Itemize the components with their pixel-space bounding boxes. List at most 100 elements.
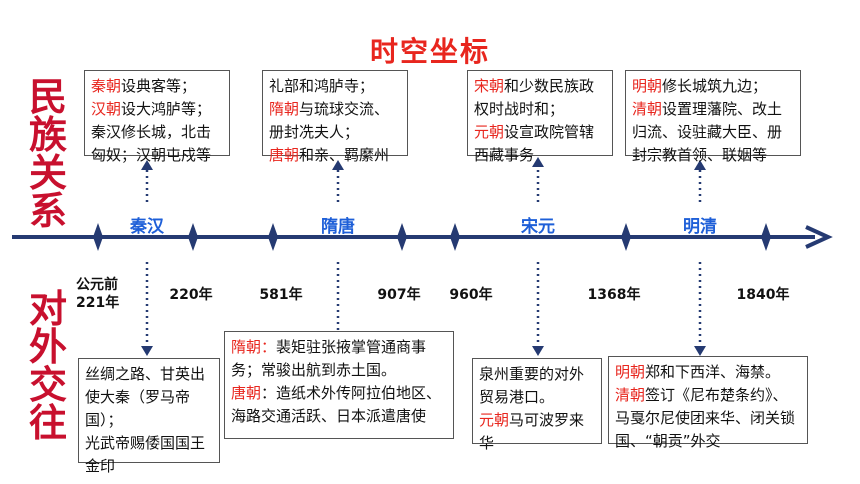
box-text: 务；常骏出航到赤土国。 bbox=[231, 361, 397, 379]
tick-diamond bbox=[397, 223, 407, 251]
box-line: 唐朝和亲、羁縻州 bbox=[269, 144, 401, 167]
era-qinhan: 秦汉 bbox=[130, 217, 164, 237]
tick-diamond bbox=[761, 223, 771, 251]
dynasty-highlight: 明朝 bbox=[615, 363, 646, 381]
box-line: 秦朝设典客等； bbox=[91, 75, 223, 98]
box-line: 金印 bbox=[85, 455, 213, 478]
year-label: 公元前221年 bbox=[76, 277, 120, 311]
box-text: 西藏事务 bbox=[474, 146, 535, 164]
dynasty-highlight: 隋朝： bbox=[231, 338, 277, 356]
box-line: 国）； bbox=[85, 409, 213, 432]
box-text: 贸易港口。 bbox=[479, 388, 555, 406]
box-text: 郑和下西洋、海禁。 bbox=[645, 363, 781, 381]
tick-diamond bbox=[450, 223, 460, 251]
box-text: 海路交通活跃、日本派遣唐使 bbox=[231, 407, 427, 425]
dynasty-highlight: 唐朝 bbox=[269, 146, 300, 164]
box-text: 和亲、羁縻州 bbox=[299, 146, 390, 164]
year-label: 1840年 bbox=[736, 287, 790, 303]
box-text: 礼部和鸿胪寺； bbox=[269, 77, 375, 95]
box-line: 唐朝：造纸术外传阿拉伯地区、 bbox=[231, 382, 447, 405]
box-line: 明朝修长城筑九边； bbox=[632, 75, 794, 98]
box-text: 使大秦（罗马帝 bbox=[85, 388, 191, 406]
timeline-arrowhead bbox=[805, 225, 833, 249]
dynasty-highlight: 元朝 bbox=[474, 123, 505, 141]
box-text: 泉州重要的对外 bbox=[479, 365, 585, 383]
box-text: 光武帝赐倭国国王 bbox=[85, 434, 206, 452]
tick-diamond bbox=[621, 223, 631, 251]
box-text: 权时战时和； bbox=[474, 100, 565, 118]
box-line: 汉朝设大鸿胪等； bbox=[91, 98, 223, 121]
ethnic-box-mingqing: 明朝修长城筑九边；清朝设置理藩院、改土归流、设驻藏大臣、册封宗教首领、联姻等 bbox=[625, 70, 801, 164]
dynasty-highlight: 清朝 bbox=[615, 386, 646, 404]
box-line: 清朝签订《尼布楚条约》、 bbox=[615, 384, 801, 407]
box-text: 马可波罗来 bbox=[509, 411, 585, 429]
box-text: 国、“朝贡”外交 bbox=[615, 432, 721, 450]
box-text: 国）； bbox=[85, 411, 123, 429]
year-label: 581年 bbox=[259, 287, 303, 303]
era-mingqing: 明清 bbox=[683, 217, 717, 237]
box-line: 权时战时和； bbox=[474, 98, 606, 121]
year-label: 220年 bbox=[169, 287, 213, 303]
year-label: 960年 bbox=[449, 287, 493, 303]
dynasty-highlight: 唐朝 bbox=[231, 384, 262, 402]
box-line: 元朝马可波罗来 bbox=[479, 409, 595, 432]
year-label: 1368年 bbox=[587, 287, 641, 303]
box-text: 丝绸之路、甘英出 bbox=[85, 365, 206, 383]
box-line: 明朝郑和下西洋、海禁。 bbox=[615, 361, 801, 384]
box-line: 海路交通活跃、日本派遣唐使 bbox=[231, 405, 447, 428]
box-line: 泉州重要的对外 bbox=[479, 363, 595, 386]
dynasty-highlight: 明朝 bbox=[632, 77, 663, 95]
box-line: 丝绸之路、甘英出 bbox=[85, 363, 213, 386]
box-text: 和少数民族政 bbox=[504, 77, 595, 95]
dynasty-highlight: 元朝 bbox=[479, 411, 510, 429]
box-line: 华 bbox=[479, 432, 595, 455]
box-line: 国、“朝贡”外交 bbox=[615, 430, 801, 453]
era-songyuan: 宋元 bbox=[521, 217, 555, 237]
box-text: 与琉球交流、 bbox=[299, 100, 390, 118]
ethnic-box-qinhan: 秦朝设典客等；汉朝设大鸿胪等；秦汉修长城，北击匈奴；汉朝屯戍等 bbox=[84, 70, 230, 164]
tick-diamond bbox=[188, 223, 198, 251]
ethnic-box-songyuan: 宋朝和少数民族政权时战时和； 元朝设宣政院管辖西藏事务 bbox=[467, 70, 613, 164]
box-text: 金印 bbox=[85, 457, 116, 475]
box-line: 封宗教首领、联姻等 bbox=[632, 144, 794, 167]
year-label: 907年 bbox=[377, 287, 421, 303]
era-suitang: 隋唐 bbox=[321, 217, 355, 237]
box-line: 使大秦（罗马帝 bbox=[85, 386, 213, 409]
box-line: 隋朝与琉球交流、 bbox=[269, 98, 401, 121]
box-text: 签订《尼布楚条约》、 bbox=[645, 386, 788, 404]
box-text: 设大鸿胪等； bbox=[121, 100, 212, 118]
box-line: 隋朝：裴矩驻张掖掌管通商事 bbox=[231, 336, 447, 359]
label-ethnic-relations: 民族关系 bbox=[28, 75, 67, 233]
box-line: 秦汉修长城，北击 bbox=[91, 121, 223, 144]
dynasty-highlight: 汉朝 bbox=[91, 100, 122, 118]
tick-diamond bbox=[268, 223, 278, 251]
ethnic-box-suitang: 礼部和鸿胪寺； 隋朝与琉球交流、册封冼夫人； 唐朝和亲、羁縻州 bbox=[262, 70, 408, 164]
box-text: 册封冼夫人； bbox=[269, 123, 360, 141]
dynasty-highlight: 宋朝 bbox=[474, 77, 505, 95]
foreign-box-qinhan: 丝绸之路、甘英出使大秦（罗马帝国）； 光武帝赐倭国国王金印 bbox=[78, 358, 220, 475]
tick-diamond bbox=[93, 223, 103, 251]
box-line: 贸易港口。 bbox=[479, 386, 595, 409]
box-line: 清朝设置理藩院、改土 bbox=[632, 98, 794, 121]
page-title: 时空坐标 bbox=[369, 35, 490, 68]
box-line: 宋朝和少数民族政 bbox=[474, 75, 606, 98]
label-foreign-exchange: 对外交往 bbox=[28, 287, 67, 445]
box-line: 元朝设宣政院管辖 bbox=[474, 121, 606, 144]
dynasty-highlight: 隋朝 bbox=[269, 100, 300, 118]
box-line: 务；常骏出航到赤土国。 bbox=[231, 359, 447, 382]
box-line: 光武帝赐倭国国王 bbox=[85, 432, 213, 455]
box-text: ：造纸术外传阿拉伯地区、 bbox=[261, 384, 442, 402]
foreign-box-suitang: 隋朝：裴矩驻张掖掌管通商事务；常骏出航到赤土国。唐朝：造纸术外传阿拉伯地区、海路… bbox=[224, 331, 454, 439]
box-text: 裴矩驻张掖掌管通商事 bbox=[276, 338, 427, 356]
box-text: 秦汉修长城，北击 bbox=[91, 123, 212, 141]
box-text: 封宗教首领、联姻等 bbox=[632, 146, 768, 164]
box-text: 华 bbox=[479, 434, 495, 452]
box-line: 西藏事务 bbox=[474, 144, 606, 167]
box-line: 匈奴；汉朝屯戍等 bbox=[91, 144, 223, 167]
box-text: 修长城筑九边； bbox=[662, 77, 768, 95]
dynasty-highlight: 秦朝 bbox=[91, 77, 122, 95]
foreign-box-mingqing: 明朝郑和下西洋、海禁。清朝签订《尼布楚条约》、马戛尔尼使团来华、闭关锁国、“朝贡… bbox=[608, 356, 808, 450]
box-text: 设宣政院管辖 bbox=[504, 123, 595, 141]
dynasty-highlight: 清朝 bbox=[632, 100, 663, 118]
